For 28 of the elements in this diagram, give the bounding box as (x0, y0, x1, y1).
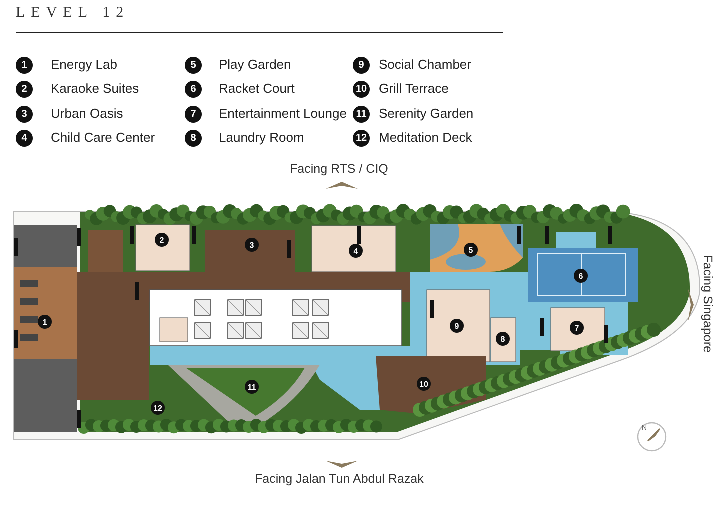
callout-number: 11 (353, 106, 370, 123)
legend-text: Social Chamber (379, 57, 472, 73)
legend-text: Play Garden (219, 57, 292, 73)
callout-number: 2 (16, 81, 33, 98)
page-title: LEVEL 12 (16, 5, 130, 22)
direction-label: Facing RTS / CIQ (290, 162, 388, 176)
callout-number: 1 (16, 57, 33, 74)
legend-text: Grill Terrace (379, 81, 449, 97)
legend-text: Child Care Center (51, 130, 156, 146)
legend-text: Meditation Deck (379, 130, 472, 146)
legend-text: Serenity Garden (379, 106, 474, 122)
callout-number: 5 (185, 57, 202, 74)
direction-label: Facing Jalan Tun Abdul Razak (255, 472, 424, 486)
legend-text: Racket Court (219, 81, 295, 97)
callout-number: 3 (16, 106, 33, 123)
legend-text: Laundry Room (219, 130, 304, 146)
callout-number: 12 (353, 130, 370, 147)
callout-number: 7 (185, 106, 202, 123)
direction-label: Facing Singapore (701, 255, 715, 353)
legend-text: Karaoke Suites (51, 81, 140, 97)
callout-number: 6 (185, 81, 202, 98)
legend-text: Urban Oasis (51, 106, 124, 122)
callout-number: 8 (185, 130, 202, 147)
legend-text: Entertainment Lounge (219, 106, 347, 122)
legend-text: Energy Lab (51, 57, 118, 73)
callout-number: 10 (353, 81, 370, 98)
callout-number: 9 (353, 57, 370, 74)
callout-number: 4 (16, 130, 33, 147)
